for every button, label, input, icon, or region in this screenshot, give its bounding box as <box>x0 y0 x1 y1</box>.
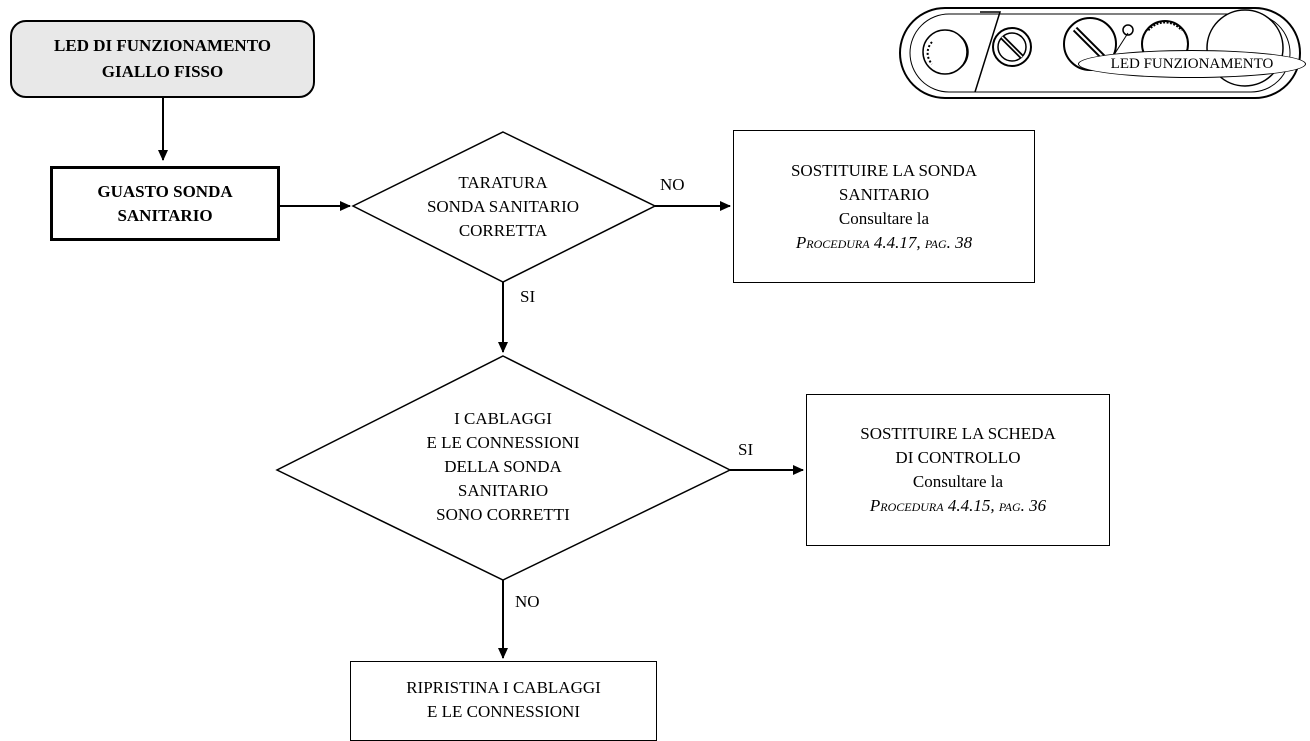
decision1-diamond <box>351 131 657 283</box>
action1-replace-sensor-box: SOSTITUIRE LA SONDA SANITARIO Consultare… <box>733 130 1035 283</box>
fault-line2: SANITARIO <box>117 205 213 225</box>
decision1-line3: CORRETTA <box>458 221 548 240</box>
fault-box: GUASTO SONDA SANITARIO <box>50 166 280 241</box>
decision2-no-label: NO <box>515 592 540 611</box>
decision1-line2: SONDA SANITARIO <box>426 197 580 216</box>
decision2-line3: DELLA SONDA <box>444 457 562 476</box>
decision2-line5: SONO CORRETTI <box>436 505 570 524</box>
knob-left-icon <box>992 27 1032 67</box>
action2-replace-board-box: SOSTITUIRE LA SCHEDA DI CONTROLLO Consul… <box>806 394 1110 546</box>
display-icon <box>922 29 968 75</box>
start-line1: LED DI FUNZIONAMENTO <box>54 36 271 55</box>
action3-restore-wiring-box: RIPRISTINA I CABLAGGI E LE CONNESSIONI <box>350 661 657 741</box>
fault-line1: GUASTO SONDA <box>97 181 233 201</box>
led-callout-label: LED FUNZIONAMENTO <box>1078 50 1306 78</box>
decision1-yes-label: SI <box>520 287 536 306</box>
action1-line3: Consultare la <box>838 208 930 228</box>
decision2-line1: I CABLAGGI <box>454 409 552 428</box>
action3-line2: E LE CONNESSIONI <box>427 702 580 721</box>
decision2-yes-label: SI <box>738 440 754 459</box>
action1-line1: SOSTITUIRE LA SONDA <box>790 160 978 180</box>
led-indicator-icon <box>1122 24 1134 36</box>
action2-line1: SOSTITUIRE LA SCHEDA <box>860 424 1056 443</box>
decision2-diamond <box>275 355 732 581</box>
action2-line2: DI CONTROLLO <box>895 448 1021 467</box>
decision1-text: TARATURA SONDA SANITARIO CORRETTA <box>393 162 613 252</box>
decision1-line1: TARATURA <box>458 173 548 192</box>
action1-procedure-ref: Procedura 4.4.17, pag. 38 <box>795 232 973 252</box>
decision2-line2: E LE CONNESSIONI <box>426 433 580 452</box>
action3-line1: RIPRISTINA I CABLAGGI <box>406 678 601 697</box>
action2-procedure-ref: Procedura 4.4.15, pag. 36 <box>869 496 1047 515</box>
decision2-text: I CABLAGGI E LE CONNESSIONI DELLA SONDA … <box>393 402 613 532</box>
decision2-line4: SANITARIO <box>457 481 549 500</box>
decision1-no-label: NO <box>660 175 685 194</box>
start-node-led-status: LED DI FUNZIONAMENTO GIALLO FISSO <box>10 20 315 98</box>
start-line2: GIALLO FISSO <box>101 62 224 81</box>
action1-line2: SANITARIO <box>838 184 930 204</box>
action2-line3: Consultare la <box>912 472 1004 491</box>
